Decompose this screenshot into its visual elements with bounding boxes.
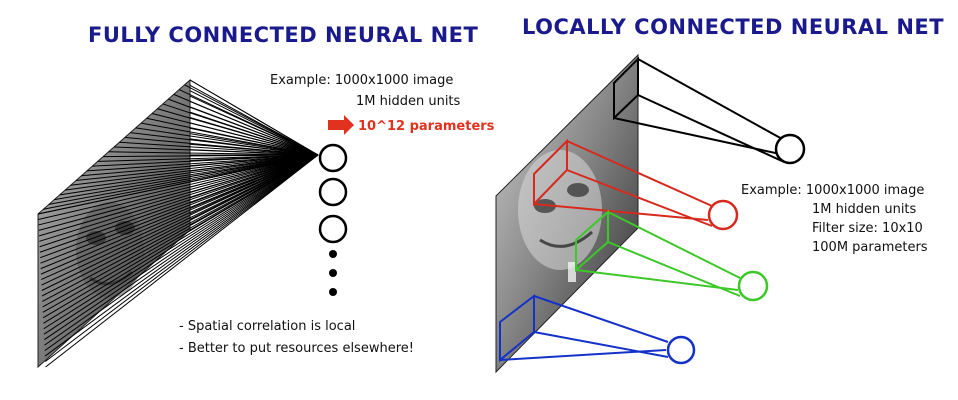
hidden-units-column: [318, 143, 348, 296]
example-line-3: Filter size: 10x10: [812, 221, 923, 236]
filter-red: [533, 138, 739, 231]
example-line-4: 100M parameters: [812, 240, 928, 255]
hidden-unit-black: [774, 133, 806, 165]
connection-line: [39, 154, 319, 242]
hidden-unit: [318, 214, 348, 244]
locally-connected-example: Example: 1000x1000 image 1M hidden units…: [741, 183, 928, 255]
example-line-1: Example: 1000x1000 image: [270, 73, 453, 88]
connection-line: [157, 108, 319, 156]
connection-line: [168, 98, 319, 156]
fully-connected-title: FULLY CONNECTED NEURAL NET: [88, 23, 478, 47]
connection-line: [108, 151, 319, 156]
fully-connected-example: Example: 1000x1000 image 1M hidden units…: [270, 73, 495, 135]
connection-line: [44, 154, 319, 352]
connection-line: [130, 132, 319, 156]
example-parameters-highlight: 10^12 parameters: [358, 119, 495, 134]
hidden-unit-red: [707, 199, 739, 231]
locally-connected-title: LOCALLY CONNECTED NEURAL NET: [522, 15, 944, 39]
connection-line: [189, 154, 319, 161]
connection-line: [43, 154, 319, 330]
ellipsis-dot: [329, 269, 337, 277]
connection-line: [189, 154, 319, 177]
connection-line: [146, 117, 319, 156]
connection-line: [189, 154, 319, 193]
locally-connected-panel: LOCALLY CONNECTED NEURAL NET: [495, 15, 944, 374]
input-image-right: [495, 53, 639, 374]
filter-blue: [499, 293, 696, 365]
connection-line: [59, 154, 319, 196]
note-line-2: - Better to put resources elsewhere!: [179, 341, 414, 356]
connection-line: [189, 154, 319, 199]
connection-line: [189, 154, 319, 231]
connection-line: [65, 154, 319, 191]
connection-line: [113, 146, 319, 156]
ellipsis-dot: [329, 250, 337, 258]
hidden-unit: [318, 177, 348, 207]
connection-line: [189, 154, 319, 183]
connection-line: [162, 103, 319, 156]
connection-line: [44, 154, 319, 346]
connection-line: [43, 154, 319, 324]
example-line-2: 1M hidden units: [812, 202, 917, 217]
connection-line: [189, 154, 319, 188]
connection-line: [189, 154, 319, 172]
connection-line: [45, 154, 319, 368]
connection-line: [151, 113, 319, 156]
connection-line: [178, 89, 319, 156]
connection-line: [124, 136, 319, 156]
connection-line: [43, 154, 319, 341]
connection-line: [189, 154, 319, 220]
ellipsis-dot: [329, 288, 337, 296]
connection-line: [189, 79, 319, 156]
connection-line: [39, 154, 319, 253]
connection-line: [189, 154, 319, 226]
fully-connected-lines: [37, 79, 319, 368]
connection-line: [189, 154, 319, 215]
connection-line: [42, 154, 319, 313]
example-line-2: 1M hidden units: [356, 94, 461, 109]
note-line-1: - Spatial correlation is local: [179, 319, 355, 334]
connection-line: [184, 84, 319, 156]
connection-line: [75, 154, 319, 181]
red-arrow-icon: [328, 115, 354, 135]
connection-line: [42, 154, 319, 302]
connection-line: [43, 154, 319, 210]
filter-green: [575, 209, 769, 302]
hidden-unit: [318, 143, 348, 173]
filter-black: [613, 56, 806, 165]
connection-line: [38, 154, 319, 220]
connection-line: [40, 154, 319, 264]
connection-line: [38, 154, 319, 231]
connection-line: [86, 154, 319, 172]
fully-connected-panel: FULLY CONNECTED NEURAL NET Example: 1000…: [37, 23, 495, 369]
hidden-unit-blue: [666, 335, 696, 365]
connection-line: [141, 122, 319, 156]
example-line-1: Example: 1000x1000 image: [741, 183, 924, 198]
connection-line: [44, 154, 319, 357]
connection-line: [135, 127, 319, 156]
connection-line: [189, 154, 319, 167]
connection-line: [43, 154, 319, 335]
connection-line: [189, 154, 319, 210]
connection-line: [173, 93, 319, 156]
hidden-unit-green: [737, 270, 769, 302]
connection-line: [48, 154, 319, 205]
fully-connected-notes: - Spatial correlation is local - Better …: [179, 319, 414, 356]
connection-line: [119, 141, 319, 156]
connection-line: [189, 154, 319, 204]
connection-line: [45, 154, 319, 362]
